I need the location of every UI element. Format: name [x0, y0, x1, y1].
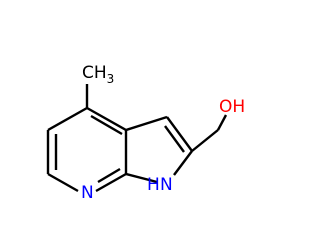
- pyrrole-nitrogen-label: N: [160, 175, 173, 195]
- bond-c4-c4a: [86, 106, 127, 132]
- pyrrole-hydrogen-label: H: [147, 175, 160, 195]
- bond-c4-c5: [47, 106, 88, 132]
- bond-n1-c7a: [125, 172, 158, 184]
- methyl-subscript: 3: [107, 72, 115, 86]
- bond-c6-n7: [47, 172, 79, 193]
- pyridine-ring: [46, 106, 128, 193]
- pyrrole-ring: [125, 115, 193, 184]
- methyl-label: CH3: [82, 63, 114, 86]
- bond-c3-c2: [166, 116, 193, 152]
- bond-c2-ch2: [191, 129, 219, 152]
- pyridine-nitrogen-label: N: [81, 183, 94, 203]
- bond-c4-c4a-inner: [90, 114, 123, 136]
- bond-n7-c7a: [95, 172, 127, 193]
- bond-ch2-oh: [216, 114, 228, 131]
- structure-diagram: CH3 OH N N H: [46, 63, 245, 203]
- bond-c4a-c3: [125, 115, 168, 132]
- hydroxyl-label: OH: [219, 97, 245, 117]
- pyrrole-nh-label: N H: [147, 175, 173, 195]
- bond-n7-c7a-inner: [97, 167, 121, 184]
- bond-c2-n1: [173, 150, 193, 176]
- methyl-symbol: CH: [82, 63, 107, 83]
- bond-c3-c2-inner: [164, 125, 185, 153]
